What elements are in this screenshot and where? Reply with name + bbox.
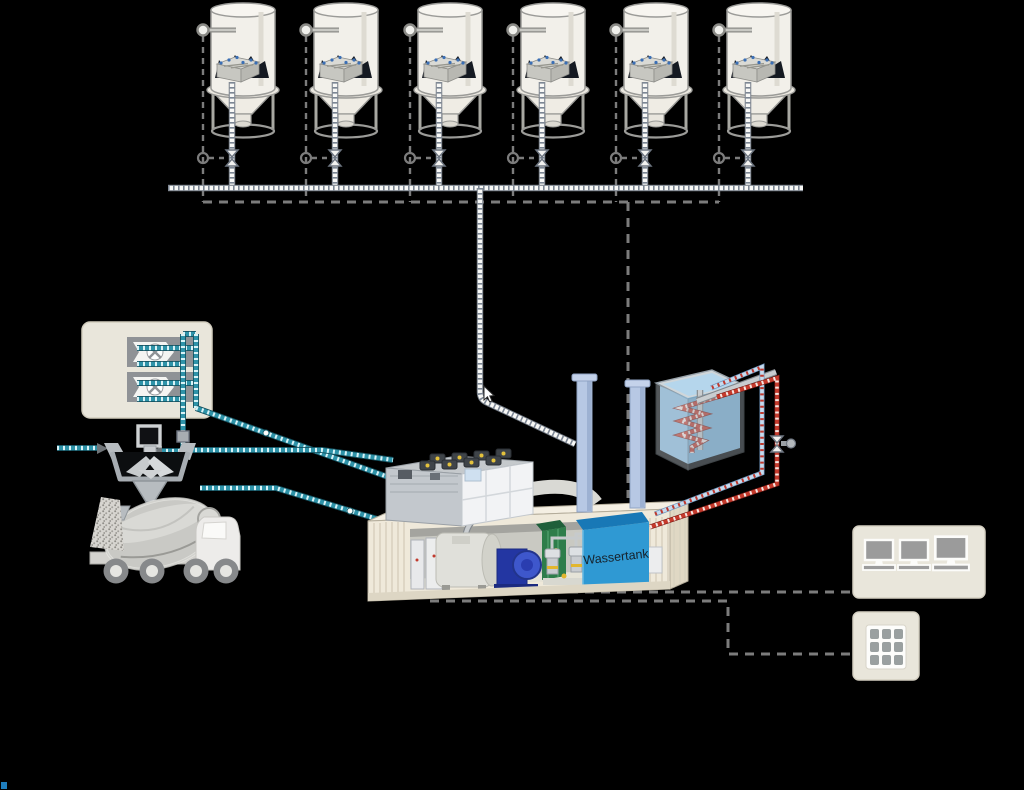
silo-1 xyxy=(198,3,280,202)
corner-blue-mark xyxy=(1,782,7,789)
cold-supply-pipe xyxy=(654,364,764,516)
chiller-fans xyxy=(419,448,512,471)
keypad-icon xyxy=(865,624,907,670)
water-tank-label: Wassertank xyxy=(583,547,650,568)
cement-silos xyxy=(198,3,796,202)
main-supply-pipe xyxy=(477,188,576,447)
cooling-water-basin xyxy=(653,369,747,471)
control-line-to-keypad xyxy=(430,599,851,656)
dosing-valve-icon xyxy=(176,430,190,443)
aggregate-stream xyxy=(90,497,124,551)
mouse-cursor-icon xyxy=(483,384,496,403)
control-keypad-panel xyxy=(852,611,920,681)
flow-arrow-icon xyxy=(97,443,108,454)
water-pumps xyxy=(543,532,591,585)
flake-ice-machine xyxy=(435,532,503,590)
admixture-transfer-pipes xyxy=(57,405,394,525)
cab-window xyxy=(201,521,227,540)
admixture-mixer-cabinet xyxy=(81,321,213,450)
warm-return-pipe xyxy=(649,375,779,529)
silo-4 xyxy=(508,3,590,202)
valve-actuator-icon xyxy=(785,438,797,449)
silo-2 xyxy=(301,3,383,202)
mixer-drum-icon xyxy=(103,497,217,571)
roof-chiller-unit xyxy=(385,448,534,527)
water-tank: Wassertank xyxy=(576,512,663,591)
silo-3 xyxy=(405,3,487,202)
mixer-motor-icon xyxy=(136,424,162,448)
concrete-mixer-truck xyxy=(89,497,241,584)
blue-blower-unit xyxy=(494,548,542,590)
silo-6 xyxy=(714,3,796,202)
silo-5 xyxy=(611,3,693,202)
coolant-loop xyxy=(649,363,797,530)
exhaust-stacks xyxy=(571,373,651,513)
control-room-panel xyxy=(852,525,986,599)
cooling-coil xyxy=(674,395,718,453)
weighing-hopper-mixer xyxy=(104,424,196,503)
